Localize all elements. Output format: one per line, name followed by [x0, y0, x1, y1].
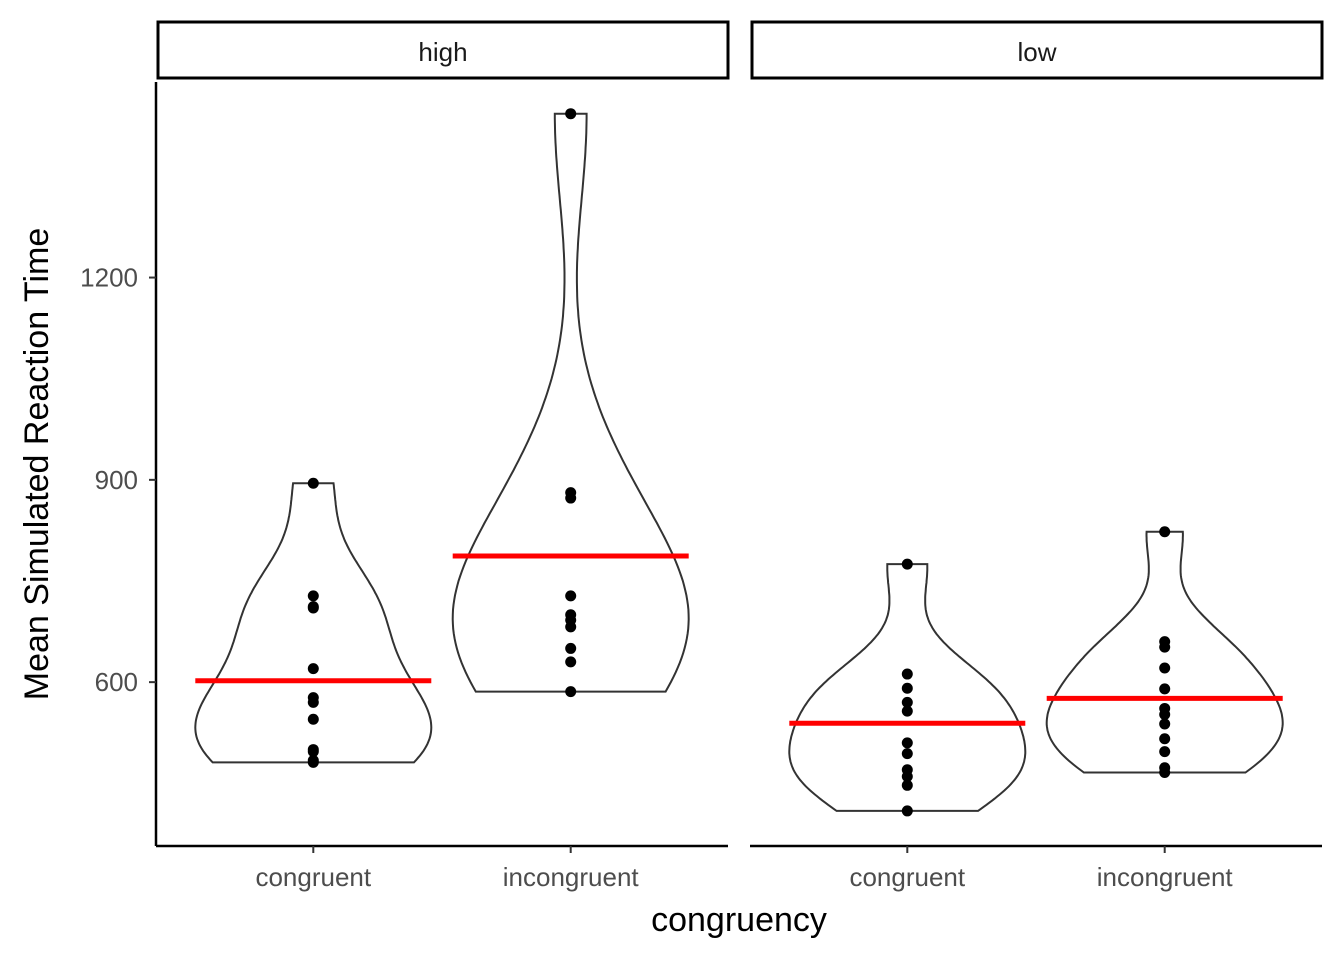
data-point [901, 779, 913, 791]
data-point [565, 642, 577, 654]
data-point [307, 713, 319, 725]
data-point [307, 477, 319, 489]
data-point [307, 601, 319, 613]
data-point [565, 686, 577, 698]
data-point [307, 663, 319, 675]
data-point [901, 668, 913, 680]
facet-label-low: low [1017, 37, 1056, 67]
point-layer [307, 108, 1171, 817]
data-point [901, 682, 913, 694]
data-point [1159, 718, 1171, 730]
data-point [307, 754, 319, 766]
y-axis-ticks: 600 900 1200 [80, 263, 156, 697]
facet-label-high: high [418, 37, 467, 67]
y-tick-label: 600 [95, 667, 138, 697]
x-tick-label: congruent [849, 862, 965, 892]
data-point [307, 692, 319, 704]
violin-shape [1045, 530, 1284, 774]
data-point [1159, 746, 1171, 758]
y-axis-title: Mean Simulated Reaction Time [18, 228, 56, 700]
x-tick-label: congruent [255, 862, 371, 892]
data-point [565, 590, 577, 602]
data-point [901, 764, 913, 776]
x-axis-ticks: congruent incongruent congruent incongruent [255, 846, 1233, 892]
data-point [307, 744, 319, 756]
data-point [565, 609, 577, 621]
data-point [1159, 733, 1171, 745]
x-tick-label: incongruent [1097, 862, 1234, 892]
violin-shape [451, 112, 690, 693]
data-point [1159, 762, 1171, 774]
data-point [565, 487, 577, 499]
violin-shape [788, 563, 1027, 812]
x-tick-label: incongruent [503, 862, 640, 892]
y-tick-label: 900 [95, 465, 138, 495]
data-point [307, 590, 319, 602]
data-point [1159, 662, 1171, 674]
data-point [1159, 683, 1171, 695]
data-point [1159, 526, 1171, 538]
data-point [901, 748, 913, 760]
data-point [1159, 636, 1171, 648]
data-point [901, 696, 913, 708]
data-point [901, 737, 913, 749]
violin-layer [194, 112, 1284, 812]
facet-strip-low [750, 20, 1324, 80]
data-point [901, 805, 913, 817]
data-point [565, 656, 577, 668]
y-tick-label: 1200 [80, 263, 138, 293]
x-axis-title: congruency [651, 901, 827, 939]
data-point [1159, 702, 1171, 714]
data-point [901, 558, 913, 570]
mean-line-layer [195, 553, 1283, 726]
data-point [565, 108, 577, 120]
data-point [901, 705, 913, 717]
violin-shape [194, 482, 433, 764]
facet-strip-high [156, 20, 730, 80]
